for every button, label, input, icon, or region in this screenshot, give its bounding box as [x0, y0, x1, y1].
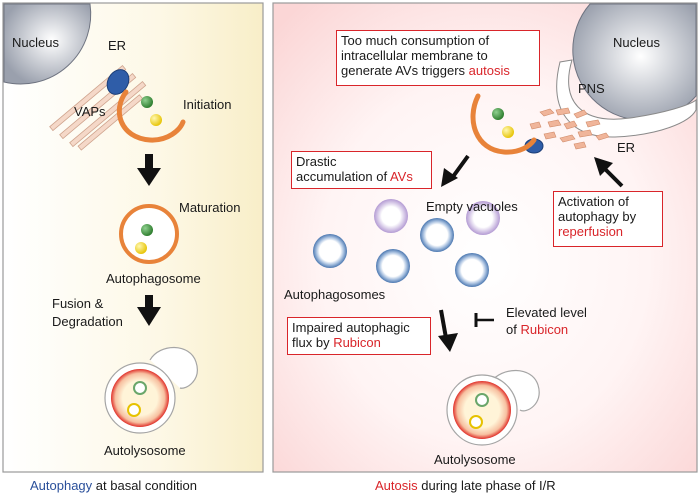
- box-activation: Activation of autophagy by reperfusion: [553, 191, 663, 247]
- fusion-label: Fusion &: [52, 296, 104, 311]
- inhibition-symbol: [474, 313, 494, 327]
- impaired-line2-text: flux by: [292, 335, 334, 350]
- arrow-fusion-degradation: [137, 295, 161, 326]
- phagophore-left: [116, 89, 186, 143]
- box-impaired: Impaired autophagic flux by Rubicon: [287, 317, 431, 355]
- autolysosome-label-right: Autolysosome: [434, 452, 516, 467]
- er-label-right: ER: [617, 140, 636, 155]
- phagophore-right: [470, 93, 537, 155]
- autophagosome-vacuole: [420, 218, 454, 252]
- vap-protein-left: [106, 69, 130, 95]
- vaps-label: VAPs: [74, 104, 106, 119]
- elevated-line2-text: of: [506, 322, 521, 337]
- cargo-green-left: [141, 96, 153, 108]
- consumption-line2: intracellular membrane to: [341, 48, 488, 63]
- er-membrane-left: [49, 65, 147, 151]
- cargo-green-mid: [141, 224, 153, 236]
- caption-left-text: at basal condition: [92, 478, 197, 493]
- autophagosomes-label: Autophagosomes: [284, 287, 386, 302]
- initiation-label: Initiation: [183, 97, 232, 112]
- cargo-yellow-right: [502, 126, 514, 138]
- nucleus-shape-left: [3, 3, 92, 85]
- reperfusion-term: reperfusion: [558, 224, 624, 239]
- accumulation-line2: accumulation of AVs: [296, 169, 427, 184]
- autolysosome-label-left: Autolysosome: [104, 443, 186, 458]
- empty-vacuole: [374, 199, 408, 233]
- maturation-label: Maturation: [179, 200, 241, 215]
- consumption-line3-text: generate AVs triggers: [341, 63, 469, 78]
- impaired-line2: flux by Rubicon: [292, 335, 426, 350]
- box-accumulation: Drastic accumulation of AVs: [291, 151, 432, 189]
- lysosome-bulge-left: [149, 346, 198, 389]
- accumulation-line1: Drastic: [296, 154, 337, 169]
- elevated-line1: Elevated level: [506, 305, 587, 320]
- cargo-yellow-left: [150, 114, 162, 126]
- pns-label: PNS: [578, 81, 605, 96]
- cargo-green-right: [492, 108, 504, 120]
- degradation-label: Degradation: [52, 314, 123, 329]
- arrow-impaired-flux: [438, 309, 458, 352]
- degraded-green-left: [133, 381, 147, 395]
- degraded-green-right: [475, 393, 489, 407]
- arrow-reperfusion: [594, 157, 624, 188]
- cargo-yellow-mid: [135, 242, 147, 254]
- degraded-yellow-left: [127, 403, 141, 417]
- autolysosome-right: [453, 381, 511, 439]
- box-consumption: Too much consumption of intracellular me…: [336, 30, 540, 86]
- accumulation-line2-text: accumulation of: [296, 169, 390, 184]
- activation-line1: Activation of: [558, 194, 629, 209]
- caption-left-term: Autophagy: [30, 478, 93, 493]
- autophagosome-vacuole: [376, 249, 410, 283]
- caption-right-term: Autosis: [375, 478, 418, 493]
- caption-right: Autosis during late phase of I/R: [375, 478, 556, 493]
- autophagosome-vacuole: [455, 253, 489, 287]
- autosis-term: autosis: [468, 63, 510, 78]
- empty-vacuoles-label: Empty vacuoles: [426, 199, 518, 214]
- degraded-yellow-right: [469, 415, 483, 429]
- arrow-initiation-to-maturation: [137, 154, 161, 186]
- empty-vacuole: [466, 201, 500, 235]
- er-fragments-right: [529, 107, 610, 150]
- nucleus-label-right: Nucleus: [613, 35, 660, 50]
- autophagosome-label-left: Autophagosome: [106, 271, 201, 286]
- autolysosome-left: [111, 369, 169, 427]
- nucleus-label-left: Nucleus: [12, 35, 59, 50]
- avs-term: AVs: [389, 169, 413, 184]
- er-label-left: ER: [108, 38, 127, 53]
- consumption-line1: Too much consumption of: [341, 33, 490, 48]
- activation-line2: autophagy by: [558, 209, 637, 224]
- rubicon-term-impaired: Rubicon: [333, 335, 381, 350]
- autophagosome-vacuole: [313, 234, 347, 268]
- elevated-line2: of Rubicon: [506, 322, 568, 337]
- consumption-line3: generate AVs triggers autosis: [341, 63, 535, 78]
- caption-right-text: during late phase of I/R: [417, 478, 556, 493]
- rubicon-term-elevated: Rubicon: [520, 322, 569, 337]
- lysosome-bulge-right: [489, 369, 540, 412]
- arrow-accumulation: [441, 154, 470, 187]
- caption-left: Autophagy at basal condition: [30, 478, 197, 493]
- impaired-line1: Impaired autophagic: [292, 320, 410, 335]
